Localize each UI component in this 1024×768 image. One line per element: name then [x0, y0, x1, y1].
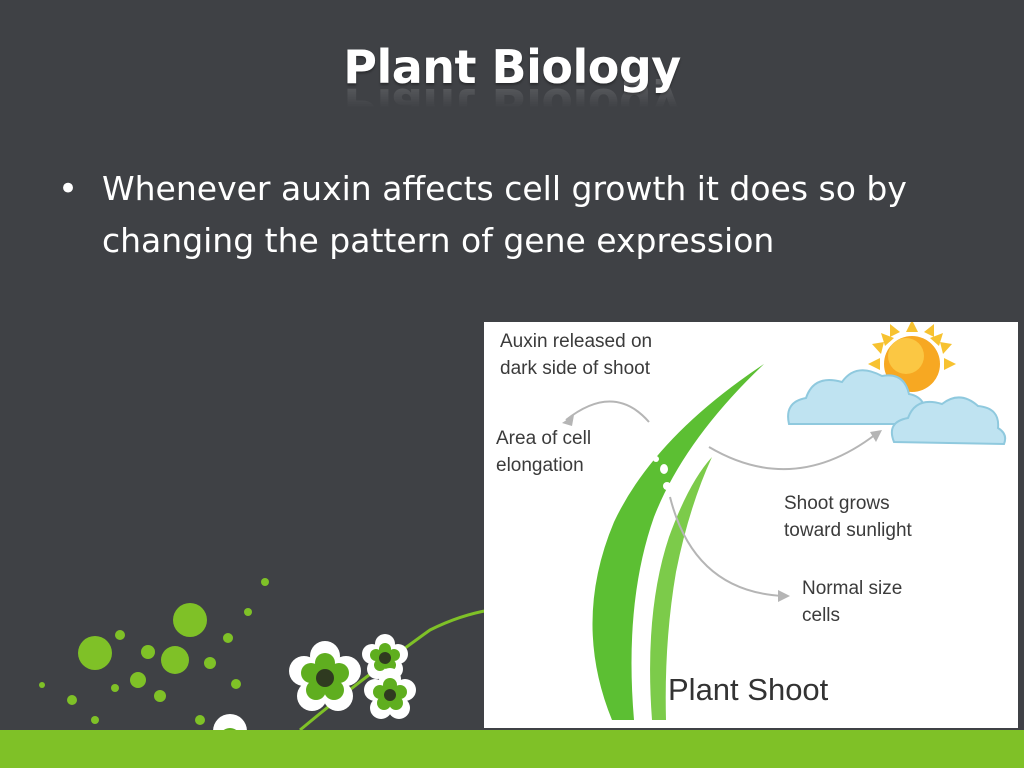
cloud-icon: [787, 369, 1007, 446]
label-cell-elongation: Area of cell elongation: [496, 428, 592, 476]
diagram-graphics: [562, 322, 1007, 720]
bottom-accent-bar: [0, 730, 1024, 768]
shoot-leaf-back: [650, 457, 712, 720]
bullet-marker: •: [58, 169, 79, 209]
diagram-caption: Plant Shoot: [668, 672, 829, 707]
label-auxin-released: Auxin released on dark side of shoot: [500, 331, 653, 379]
bullet-list: • Whenever auxin affects cell growth it …: [58, 163, 958, 267]
plant-shoot-diagram: Auxin released on dark side of shoot Are…: [484, 322, 1018, 728]
slide-title: Plant Biology: [343, 40, 681, 94]
label-shoot-grows: Shoot grows toward sunlight: [784, 493, 912, 541]
bullet-text: Whenever auxin affects cell growth it do…: [102, 169, 907, 260]
bullet-item: • Whenever auxin affects cell growth it …: [58, 163, 958, 267]
shoot-leaf-main: [592, 364, 764, 720]
label-normal-cells: Normal size cells: [802, 578, 903, 626]
